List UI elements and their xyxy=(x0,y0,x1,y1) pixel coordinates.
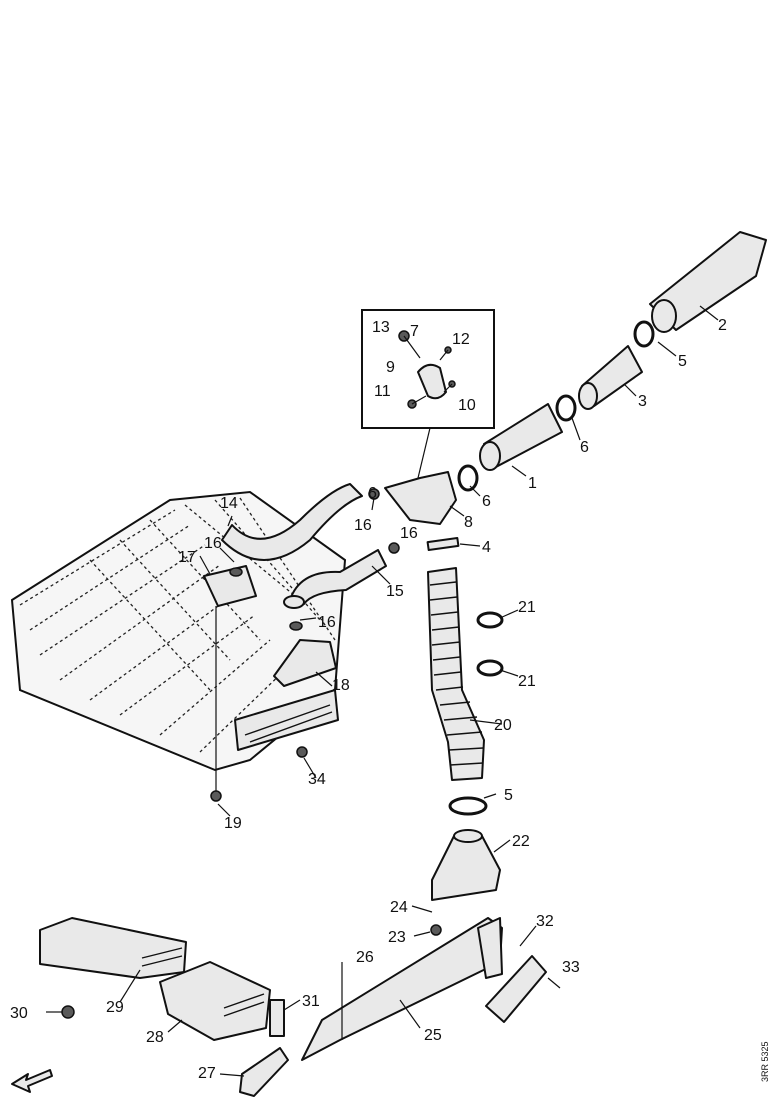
intake-pipes xyxy=(457,231,767,492)
callout-3: 3 xyxy=(638,393,647,410)
callout-24: 24 xyxy=(390,899,408,916)
callout-32: 32 xyxy=(536,913,554,930)
callout-6-middle: 6 xyxy=(482,493,491,510)
callout-10: 10 xyxy=(458,397,476,414)
callout-28: 28 xyxy=(146,1029,164,1046)
callout-5-top: 5 xyxy=(678,353,687,370)
callout-5-bottom: 5 xyxy=(504,787,513,804)
callout-18: 18 xyxy=(332,677,350,694)
air-housing xyxy=(368,471,460,554)
callout-8: 8 xyxy=(464,514,473,531)
callout-20: 20 xyxy=(494,717,512,734)
callout-21-upper: 21 xyxy=(518,599,536,616)
mounting-panels xyxy=(203,565,337,802)
callout-31: 31 xyxy=(302,993,320,1010)
callout-9: 9 xyxy=(386,359,395,376)
callout-16-middle: 16 xyxy=(354,517,372,534)
callout-2: 2 xyxy=(718,317,727,334)
callout-22: 22 xyxy=(512,833,530,850)
callout-16-right: 16 xyxy=(400,525,418,542)
lower-ducting xyxy=(39,917,561,1097)
callout-6-upper: 6 xyxy=(580,439,589,456)
callout-25: 25 xyxy=(424,1027,442,1044)
callout-34: 34 xyxy=(308,771,326,788)
detail-inset xyxy=(361,309,495,479)
callout-labels: 1 2 3 4 5 5 6 6 6 7 8 9 10 11 12 13 14 1… xyxy=(10,317,727,1082)
callout-4: 4 xyxy=(482,539,491,556)
reference-code: 3RR 5325 xyxy=(760,1041,770,1082)
callout-15: 15 xyxy=(386,583,404,600)
callout-12: 12 xyxy=(452,331,470,348)
callout-21-lower: 21 xyxy=(518,673,536,690)
callout-13: 13 xyxy=(372,319,390,336)
callout-23: 23 xyxy=(388,929,406,946)
callout-16-lower: 16 xyxy=(318,614,336,631)
callout-26: 26 xyxy=(356,949,374,966)
callout-27: 27 xyxy=(198,1065,216,1082)
body-panel xyxy=(10,490,347,772)
corrugated-duct xyxy=(427,567,504,816)
callout-14: 14 xyxy=(220,495,238,512)
callout-19: 19 xyxy=(224,815,242,832)
callout-17: 17 xyxy=(178,549,196,566)
callout-30: 30 xyxy=(10,1005,28,1022)
callout-6-left: 6 xyxy=(368,485,377,502)
callout-7: 7 xyxy=(410,323,419,340)
hose-assembly xyxy=(221,483,387,609)
duct-adapter xyxy=(431,829,501,901)
callout-33: 33 xyxy=(562,959,580,976)
callout-leaders xyxy=(46,305,719,1077)
callout-1: 1 xyxy=(528,475,537,492)
callout-11: 11 xyxy=(374,383,391,400)
callout-29: 29 xyxy=(106,999,124,1016)
direction-arrow-icon xyxy=(11,1069,53,1093)
callout-16-left: 16 xyxy=(204,535,222,552)
